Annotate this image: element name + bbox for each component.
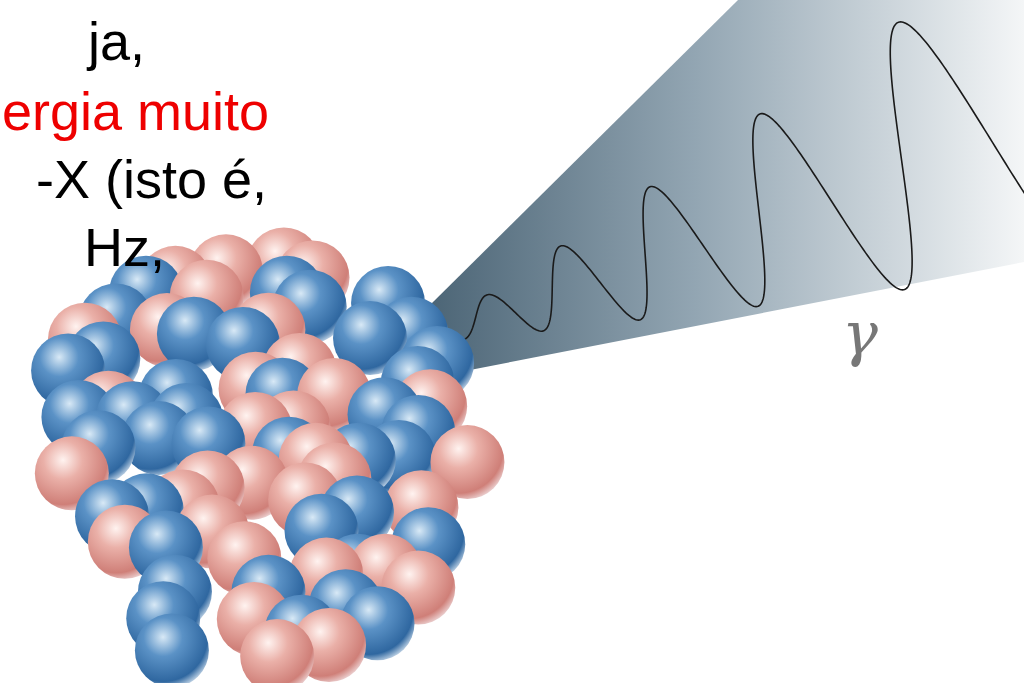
wave-line <box>440 22 1024 341</box>
gamma-wave <box>440 22 1024 341</box>
proton-sphere <box>240 619 314 683</box>
highlight-text: ergia muito <box>2 80 269 142</box>
slide-text: Hz, <box>84 216 165 278</box>
gamma-symbol: γ <box>842 300 878 369</box>
ray-cone <box>430 0 1024 370</box>
slide-text: -X (isto é, <box>36 148 267 210</box>
nucleus <box>31 227 504 683</box>
slide-text: ja, <box>88 10 145 72</box>
neutron-sphere <box>135 613 209 683</box>
